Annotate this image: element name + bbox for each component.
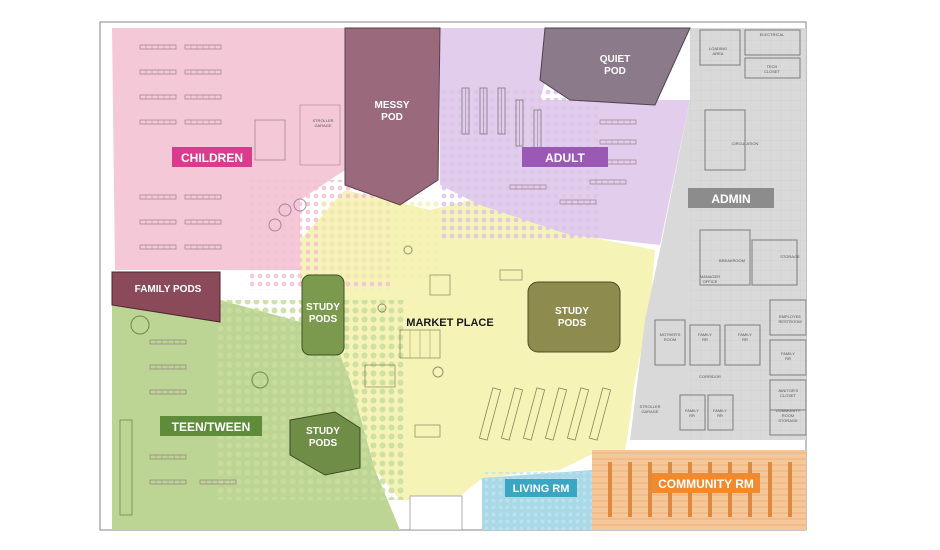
market-place-label: MARKET PLACE <box>406 317 493 329</box>
market-furniture <box>364 245 612 441</box>
living-label: LIVING RM <box>513 483 570 495</box>
community-label: COMMUNITY RM <box>658 477 754 491</box>
living-tag <box>505 479 577 497</box>
admin-tag <box>688 188 774 208</box>
family-pods-label: FAMILY PODS <box>135 284 202 295</box>
entrance <box>409 495 463 531</box>
admin-grid <box>690 28 806 440</box>
breakroom-label: BREAKROOM <box>719 258 745 263</box>
electrical-label: ELECTRICAL <box>760 32 785 37</box>
children-shelving <box>139 44 341 250</box>
admin-label: ADMIN <box>711 192 750 206</box>
admin-walls <box>654 29 807 436</box>
children-label: CHILDREN <box>181 151 243 165</box>
circulation-label: CIRCULATION <box>732 141 759 146</box>
teen-furniture <box>119 315 269 516</box>
messy-pod <box>344 27 441 206</box>
community-tag <box>652 473 760 493</box>
market-dots <box>320 200 440 280</box>
quiet-pod <box>539 27 691 106</box>
corridor-label: CORRIDOR <box>699 374 721 379</box>
teen-label: TEEN/TWEEN <box>172 420 251 434</box>
adult-tag <box>522 147 608 167</box>
study-pods-teen <box>289 411 361 476</box>
adult-label: ADULT <box>545 151 585 165</box>
study-pods-left <box>301 274 345 356</box>
storage-label: STORAGE <box>780 254 800 259</box>
children-tag <box>172 147 252 167</box>
family-pods <box>111 271 221 323</box>
teen-tag <box>160 416 262 436</box>
study-pods-center <box>527 281 621 353</box>
